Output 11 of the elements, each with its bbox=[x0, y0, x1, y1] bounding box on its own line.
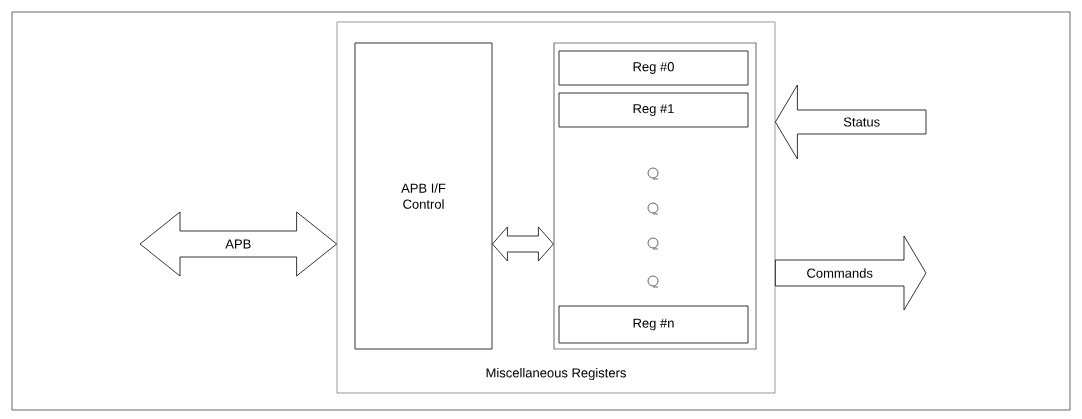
register-bank-box bbox=[553, 42, 757, 350]
block-arrow bbox=[139, 211, 337, 277]
register-box: Reg #0 bbox=[558, 50, 749, 86]
register-box: Reg #n bbox=[558, 305, 749, 344]
register-box: Reg #1 bbox=[558, 92, 749, 128]
edge-label: Status bbox=[842, 116, 882, 128]
block-arrow bbox=[492, 226, 554, 262]
edge-label: Commands bbox=[805, 267, 874, 279]
control-box: APB I/F Control bbox=[354, 42, 493, 350]
block-arrow bbox=[775, 84, 927, 160]
edge-label: APB bbox=[224, 238, 253, 250]
